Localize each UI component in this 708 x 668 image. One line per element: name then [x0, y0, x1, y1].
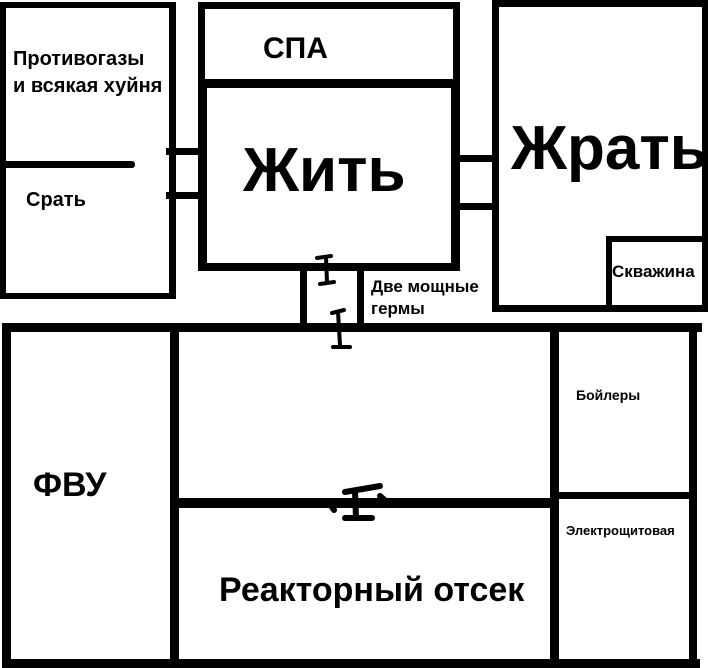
door-marker-reactor: [327, 483, 391, 521]
reactor-wall-top: [170, 498, 559, 508]
corridor-left-bottom: [166, 192, 207, 199]
living-wall-top: [198, 79, 460, 88]
room-label-gas-masks: Противогазы и всякая хуйня: [13, 46, 162, 100]
room-label-well: Скважина: [612, 262, 695, 281]
corridor-right-top: [455, 155, 497, 162]
bottom-wall-left: [2, 323, 11, 668]
spa-wall-right: [453, 2, 460, 88]
passage-wall-right: [357, 263, 364, 329]
room-label-fvu: ФВУ: [33, 466, 107, 504]
well-wall-top: [606, 236, 708, 242]
room-label-doors-line1: Две мощные: [371, 277, 479, 296]
room-label-reactor: Реакторный отсек: [219, 571, 525, 609]
left-room-wall-top: [0, 2, 176, 8]
passage-wall-left: [300, 263, 307, 329]
room-label-gas-masks-line2: и всякая хуйня: [13, 75, 163, 97]
right-room-wall-left: [492, 0, 499, 312]
room-label-doors: Две мощные гермы: [371, 276, 479, 320]
fvu-wall-right: [170, 323, 179, 668]
living-wall-left: [198, 79, 207, 271]
corridor-right-bottom: [455, 203, 497, 210]
room-label-spa: СПА: [263, 32, 328, 65]
left-room-divider: [0, 161, 135, 168]
room-label-toilet: Срать: [26, 189, 86, 211]
door-marker-upper: [315, 254, 336, 286]
corridor-left-top: [166, 148, 207, 155]
room-label-gas-masks-line1: Противогазы: [13, 48, 145, 70]
right-room-wall-right: [702, 0, 708, 312]
room-label-electrical: Электрощитовая: [566, 523, 675, 538]
left-room-wall-bottom: [0, 293, 176, 299]
living-wall-right: [451, 79, 460, 271]
bottom-wall-bottom: [2, 659, 700, 668]
room-label-eating: Жрать: [511, 114, 708, 183]
room-label-boilers: Бойлеры: [576, 387, 641, 403]
living-wall-bottom: [198, 263, 460, 271]
boilers-wall-bottom: [550, 492, 697, 499]
spa-wall-top: [198, 2, 460, 9]
room-label-doors-line2: гермы: [371, 299, 425, 318]
left-room-wall-left: [0, 2, 6, 299]
right-room-wall-bottom: [492, 305, 708, 312]
well-wall-left: [606, 236, 612, 312]
right-room-wall-top: [492, 0, 708, 7]
bottom-wall-top: [2, 323, 702, 332]
room-label-living: Жить: [243, 136, 406, 205]
door-marker-lower: [330, 308, 352, 349]
spa-wall-left: [198, 2, 205, 88]
